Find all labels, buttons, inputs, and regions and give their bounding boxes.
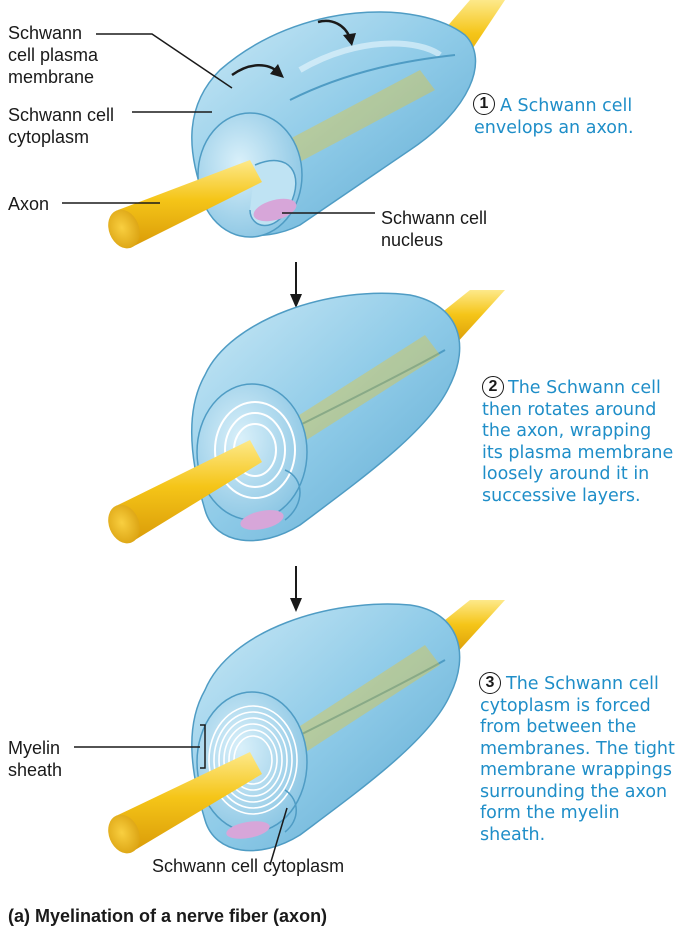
schwann-plasma-membrane-label: Schwann cell plasma membrane bbox=[8, 22, 98, 88]
step-3-text: The Schwann cell cytoplasm is forced fro… bbox=[480, 674, 675, 846]
figure-caption: (a) Myelination of a nerve fiber (axon) bbox=[8, 906, 327, 927]
down-arrow-2 bbox=[290, 566, 302, 612]
down-arrow-1 bbox=[290, 262, 302, 308]
schwann-nucleus-label: Schwann cell nucleus bbox=[381, 207, 487, 251]
schwann-cytoplasm-label: Schwann cell cytoplasm bbox=[8, 104, 114, 148]
step-1-text: A Schwann cell envelops an axon. bbox=[474, 96, 634, 139]
axon-label: Axon bbox=[8, 193, 49, 215]
step-2-text: The Schwann cell then rotates around the… bbox=[482, 378, 673, 507]
schwann-cytoplasm-bottom-label: Schwann cell cytoplasm bbox=[152, 855, 344, 877]
myelin-sheath-label: Myelin sheath bbox=[8, 737, 62, 781]
stage-3-illustration bbox=[103, 600, 505, 858]
stage-2-illustration bbox=[103, 290, 505, 548]
